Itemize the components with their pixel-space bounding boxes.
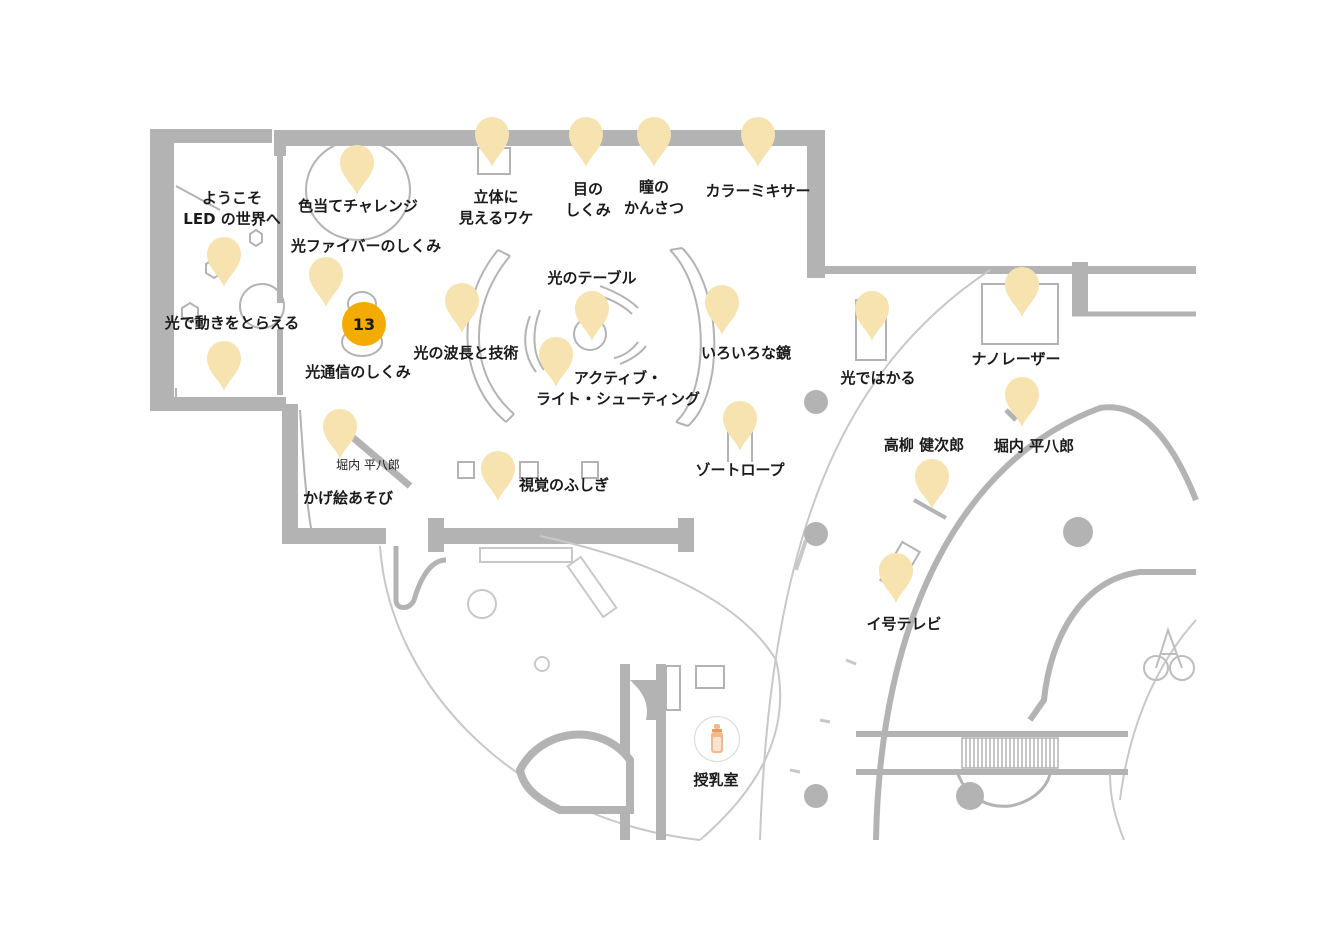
label-measure: 光ではかる — [840, 369, 916, 387]
walls — [150, 129, 1196, 552]
map-pin-zoetrope[interactable] — [722, 400, 758, 452]
map-pin-visual-wonder[interactable] — [480, 450, 516, 502]
map-pin-welcome[interactable] — [206, 236, 242, 288]
label-i-tv: イ号テレビ — [866, 615, 942, 633]
label-active-shooting: アクティブ・ライト・シューティング — [535, 369, 701, 408]
label-eye: 目のしくみ — [565, 180, 611, 219]
label-nursing-room: 授乳室 — [693, 771, 739, 789]
interior-lines — [175, 139, 1059, 592]
map-pin-light-table[interactable] — [574, 290, 610, 342]
label-horiuchi-left: 堀内 平八郎 — [336, 458, 400, 472]
map-pin-mirrors[interactable] — [704, 284, 740, 336]
map-pin-active-shooting[interactable] — [538, 336, 574, 388]
map-pin-horiuchi-right[interactable] — [1004, 376, 1040, 428]
label-optical-comm: 光通信のしくみ — [305, 363, 411, 381]
label-mirrors: いろいろな鏡 — [700, 344, 792, 362]
label-zoetrope: ゾートロープ — [695, 461, 785, 479]
bicycle-exhibit — [1143, 626, 1195, 681]
label-shadow-play: かげ絵あそび — [302, 489, 394, 507]
label-color-challenge: 色当てチャレンジ — [298, 197, 418, 215]
label-stereo: 立体に見えるワケ — [458, 188, 534, 227]
map-pin-measure[interactable] — [854, 290, 890, 342]
map-pin-horiuchi-left[interactable] — [322, 408, 358, 460]
label-visual-wonder: 視覚のふしぎ — [518, 476, 610, 494]
map-pin-eye[interactable] — [568, 116, 604, 168]
nursing-room-structure — [515, 664, 725, 840]
label-color-mixer: カラーミキサー — [705, 182, 811, 200]
label-wavelength: 光の波長と技術 — [413, 344, 519, 362]
label-takayanagi: 高柳 健次郎 — [883, 436, 965, 454]
stairs — [961, 737, 1059, 769]
map-pin-takayanagi[interactable] — [914, 458, 950, 510]
label-light-table: 光のテーブル — [547, 269, 637, 287]
label-pupil: 瞳のかんさつ — [623, 178, 685, 217]
baby-bottle-icon[interactable] — [694, 716, 740, 762]
map-pin-i-tv[interactable] — [878, 552, 914, 604]
label-nano-laser: ナノレーザー — [971, 350, 1061, 368]
label-horiuchi-right: 堀内 平八郎 — [993, 437, 1075, 455]
map-pin-wavelength[interactable] — [444, 282, 480, 334]
map-pin-pupil[interactable] — [636, 116, 672, 168]
map-pin-motion[interactable] — [206, 340, 242, 392]
map-pin-color-challenge[interactable] — [339, 144, 375, 196]
label-motion: 光で動きをとらえる — [164, 314, 300, 332]
label-fiber: 光ファイバーのしくみ — [290, 237, 442, 255]
map-pin-color-mixer[interactable] — [740, 116, 776, 168]
current-location-badge[interactable]: 13 — [342, 302, 386, 346]
map-pin-fiber[interactable] — [308, 256, 344, 308]
map-pin-stereo[interactable] — [474, 116, 510, 168]
map-pin-nano-laser[interactable] — [1004, 266, 1040, 318]
pillars — [804, 390, 1093, 810]
corridor-arcs — [759, 269, 1199, 841]
